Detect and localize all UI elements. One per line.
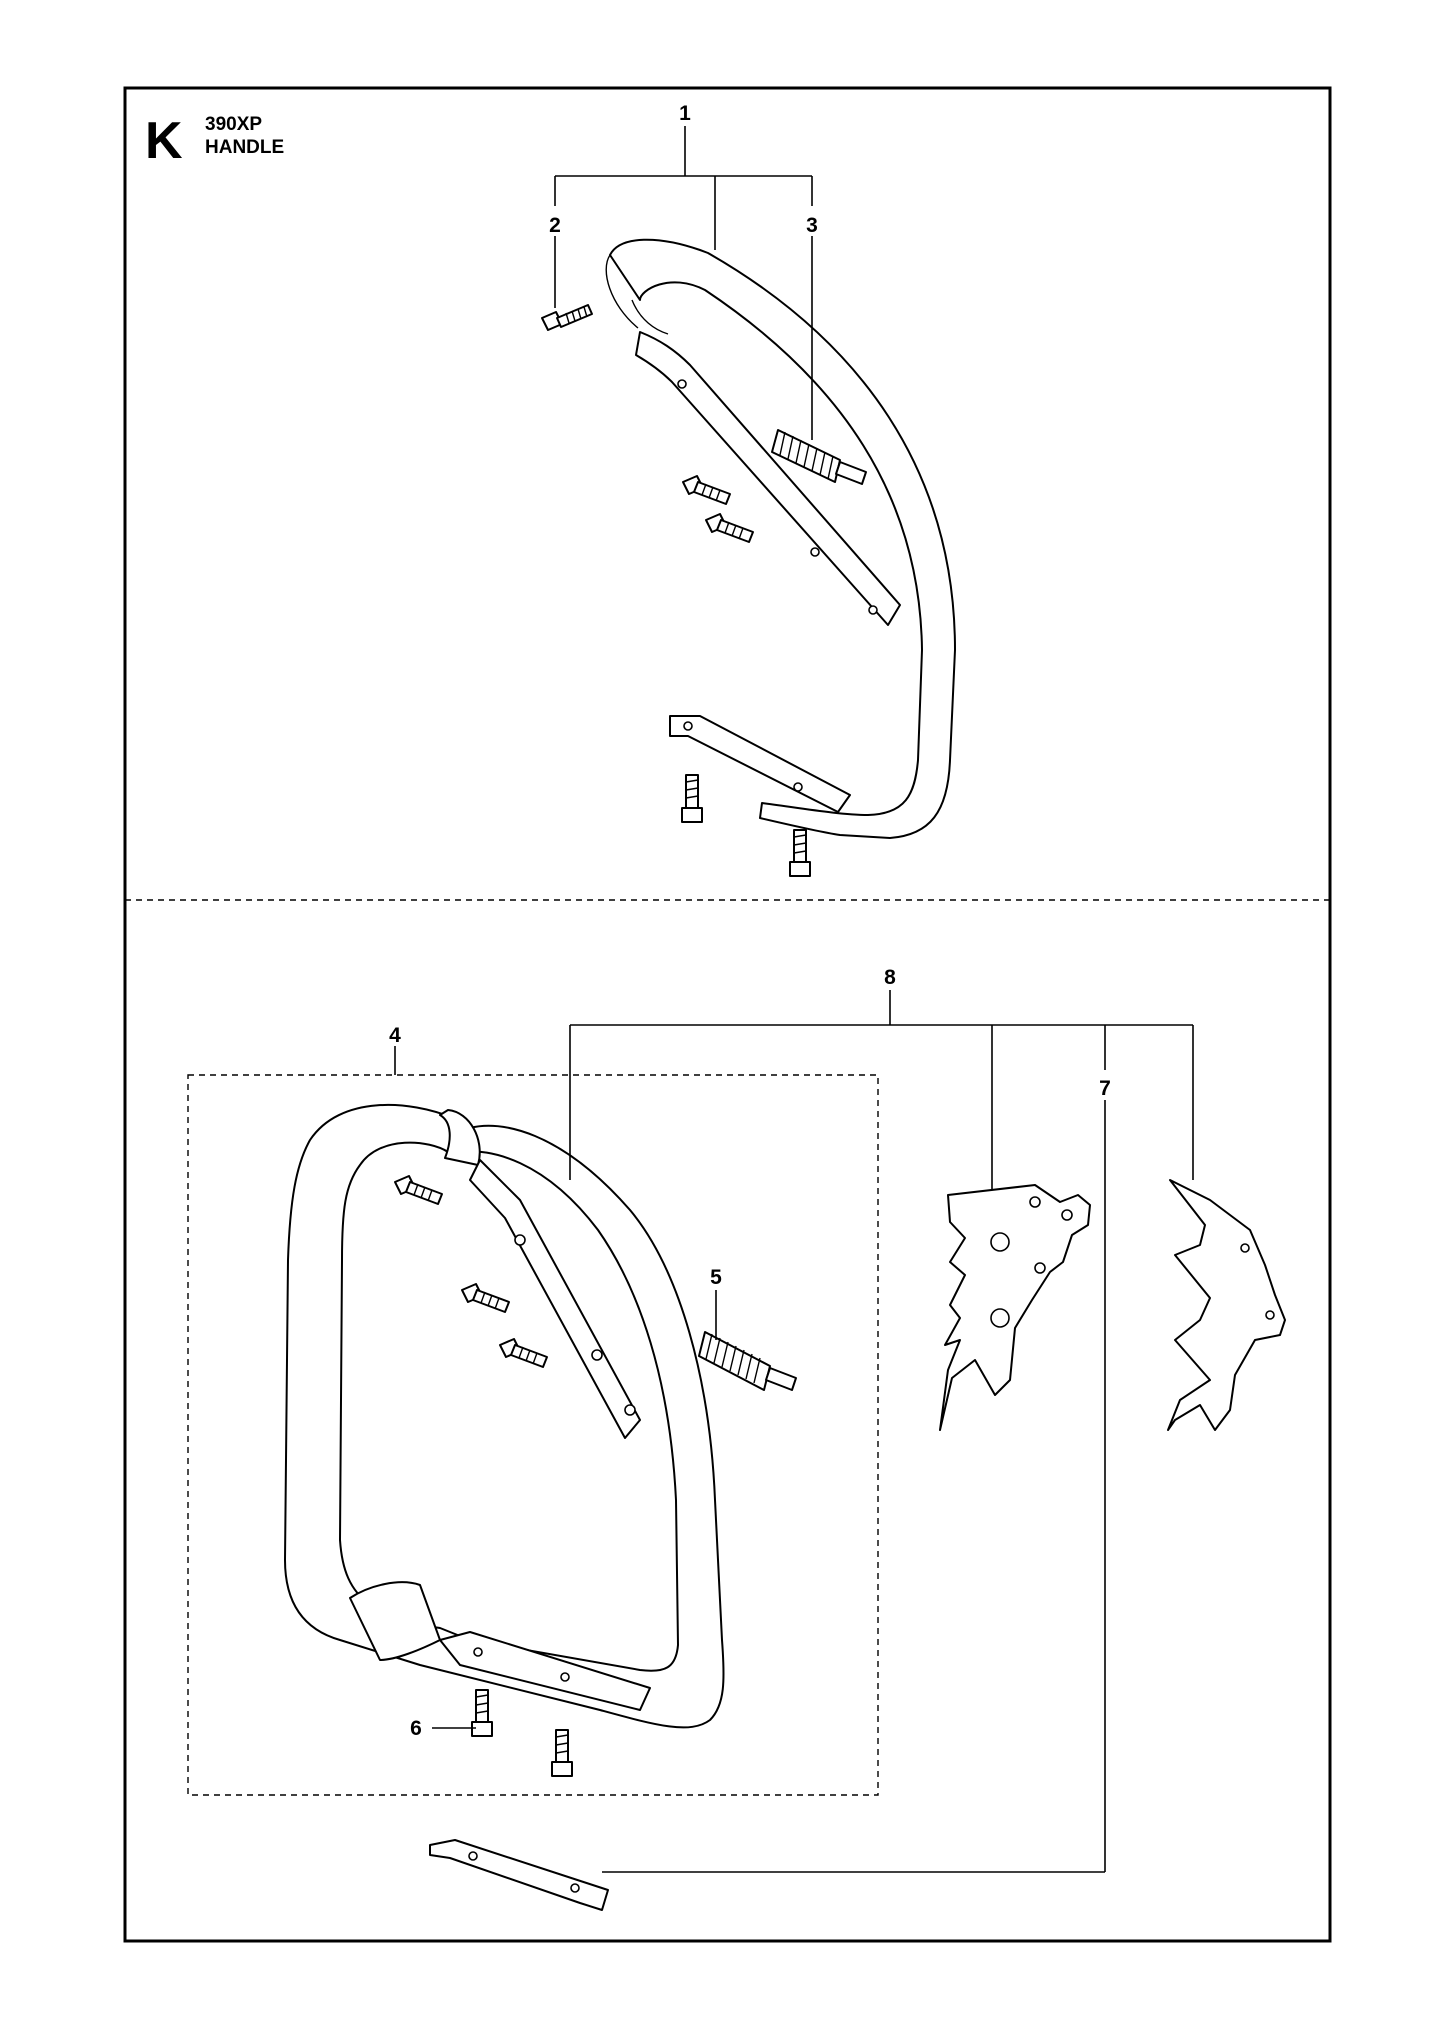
screw-kit-bottom [551, 1729, 573, 1777]
front-handle-top [605, 238, 956, 839]
screw-6 [471, 1689, 493, 1737]
screw-2 [541, 304, 593, 331]
section-letter: K [145, 112, 183, 170]
diagram-frame [123, 86, 1332, 1943]
section-title: HANDLE [205, 137, 284, 158]
kit-boundary [187, 1074, 879, 1796]
screw-mid-a [682, 475, 731, 505]
screw-kit-c [499, 1338, 548, 1368]
model-number: 390XP [205, 114, 262, 135]
front-handle-bottom [284, 1103, 725, 1729]
screw-kit-a [394, 1175, 443, 1205]
leader-lines-bottom [394, 990, 1194, 1873]
callout-8: 8 [884, 966, 896, 989]
callout-4: 4 [389, 1024, 401, 1047]
screw-bottom-a [681, 774, 703, 823]
callout-7: 7 [1099, 1077, 1111, 1100]
spring-5 [698, 1331, 797, 1391]
leader-lines-top [554, 126, 813, 440]
screw-mid-b [705, 513, 754, 543]
bumper-spike-right [1167, 1179, 1286, 1431]
callout-6: 6 [410, 1717, 422, 1740]
callout-5: 5 [710, 1266, 722, 1289]
spring-3 [771, 429, 867, 485]
callout-3: 3 [806, 214, 818, 237]
callout-2: 2 [549, 214, 561, 237]
screw-kit-b [461, 1283, 510, 1313]
callout-1: 1 [679, 102, 691, 125]
bumper-spike-left [939, 1184, 1091, 1431]
spacer-bracket-7 [429, 1839, 609, 1911]
screw-bottom-b [789, 829, 811, 877]
